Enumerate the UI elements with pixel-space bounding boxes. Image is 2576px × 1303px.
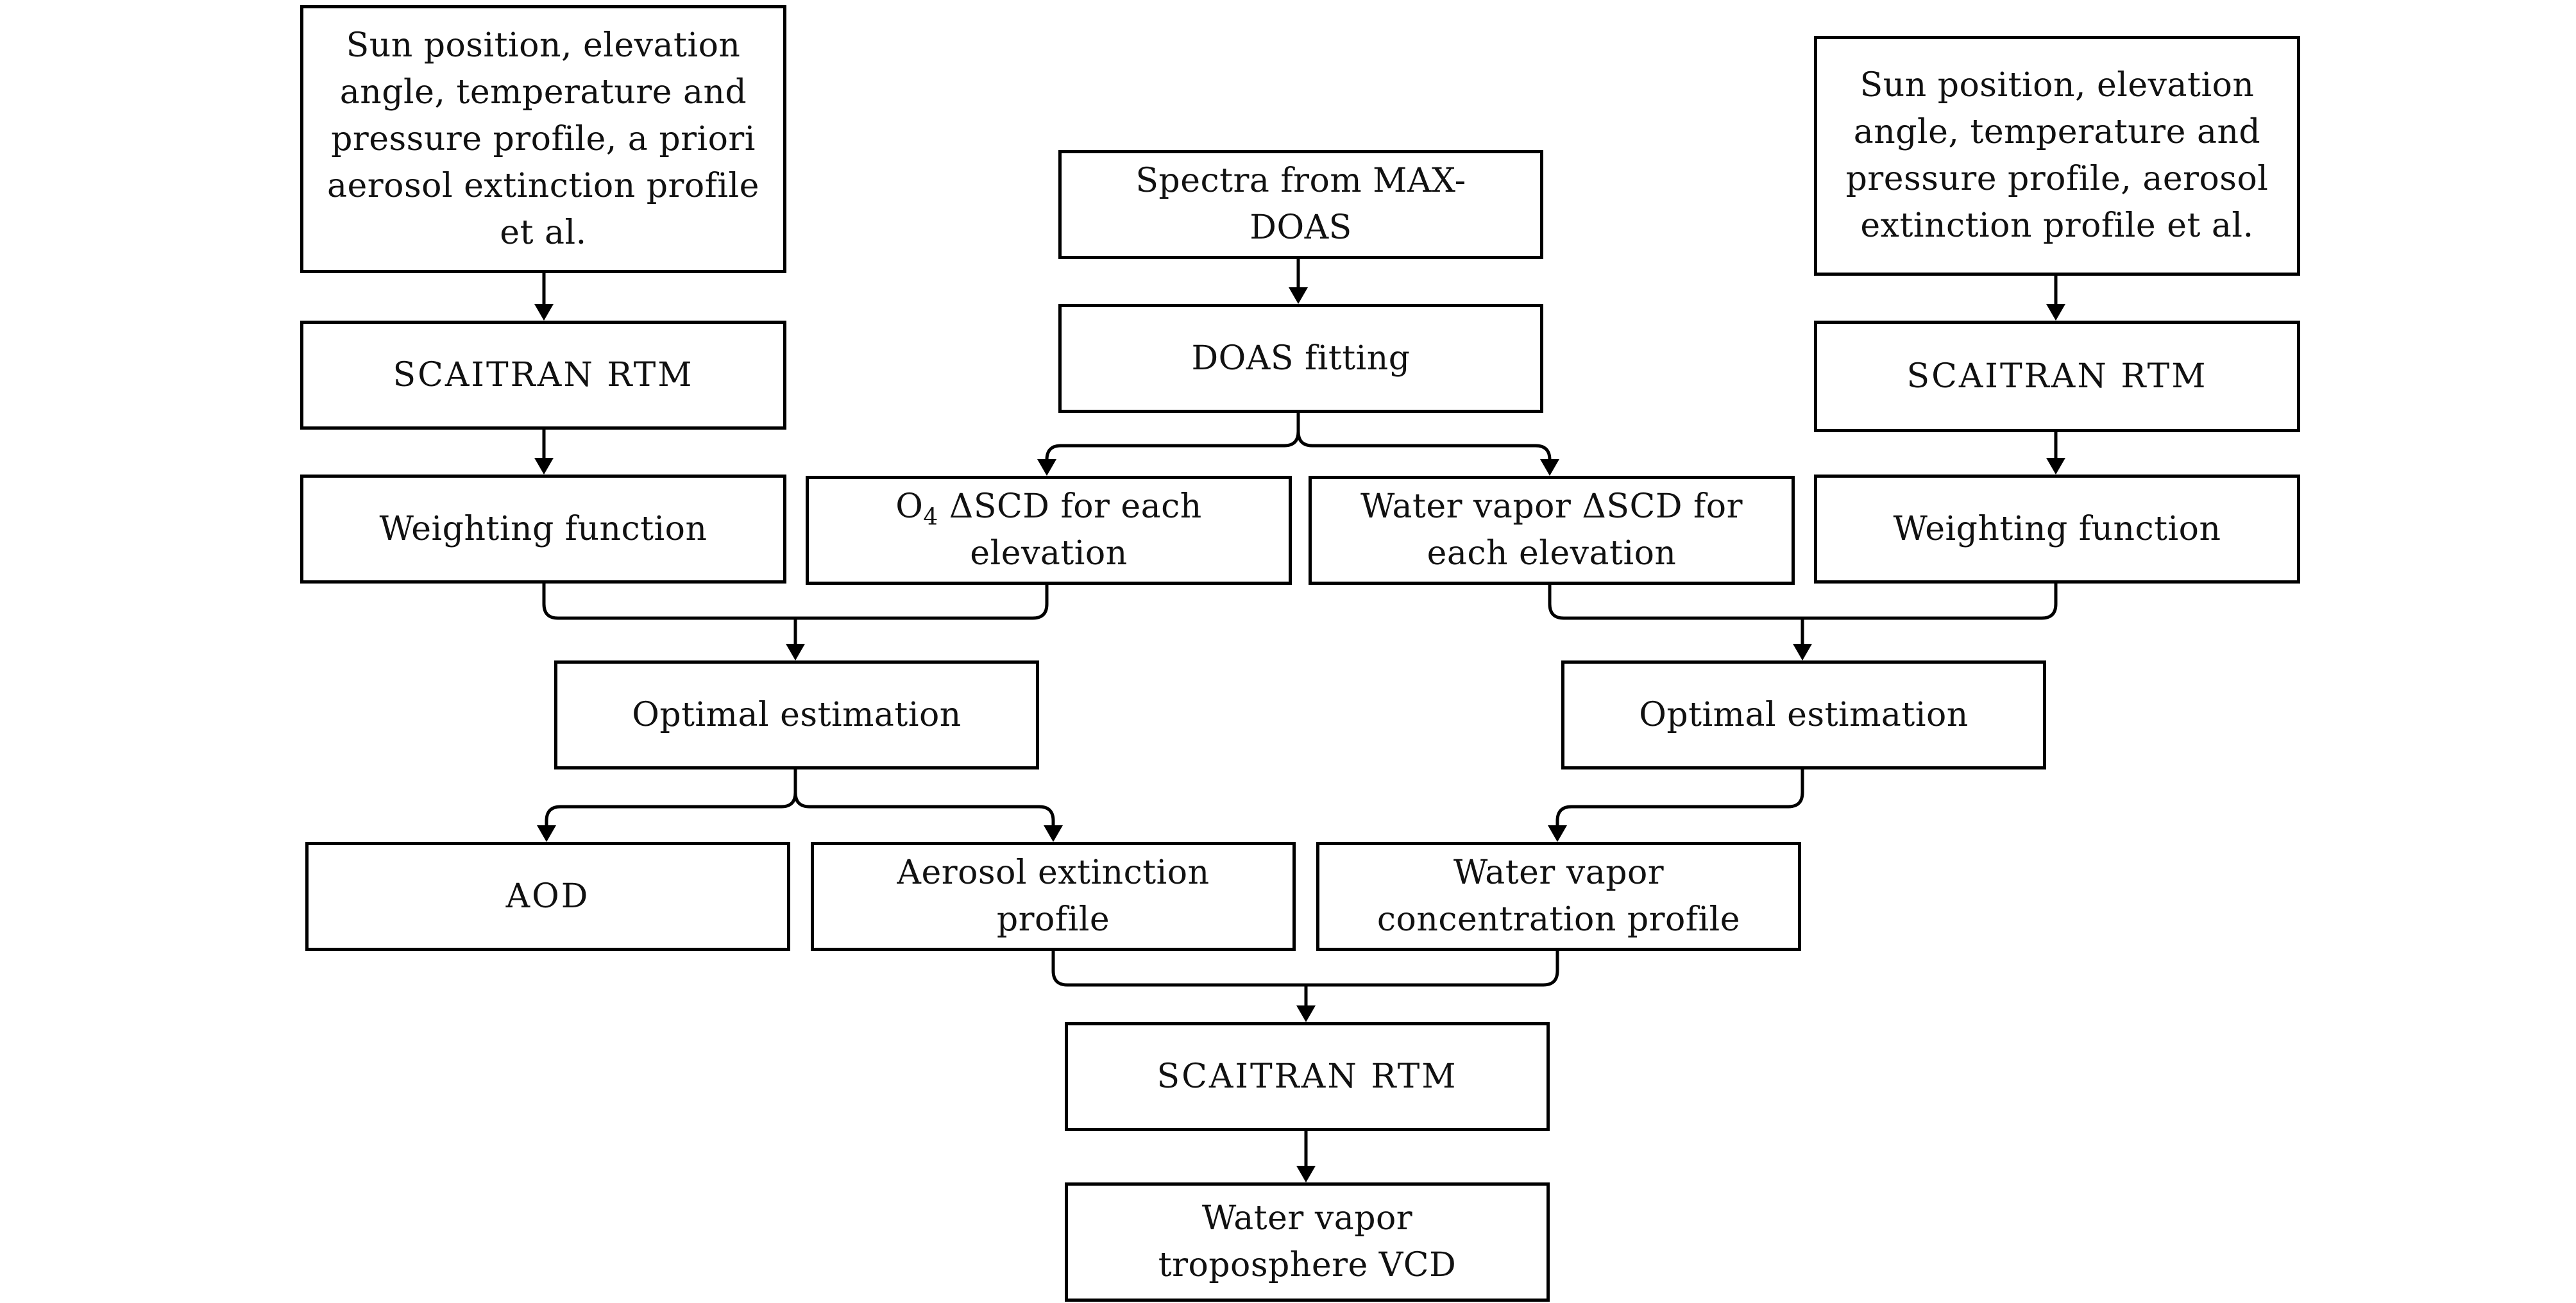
arrowhead-wv-profile <box>1548 825 1567 842</box>
arrowhead-doas <box>1289 287 1308 304</box>
box-inputs-right: Sun position, elevation angle, temperatu… <box>1814 36 2300 276</box>
box-aod: AOD <box>305 842 790 951</box>
box-water-vapor-concentration-profile: Water vapor concentration profile <box>1316 842 1801 951</box>
arrowhead-wf-right <box>2046 458 2065 475</box>
box-optimal-estimation-left: Optimal estimation <box>554 660 1039 769</box>
arrowhead-aer-profile <box>1044 825 1063 842</box>
label-weighting-function-left: Weighting function <box>379 509 708 548</box>
label-inputs-left: Sun position, elevation angle, temperatu… <box>327 26 759 252</box>
box-o4-scd: O4 ΔSCD for each elevation <box>806 476 1292 585</box>
label-water-vapor-scd: Water vapor ΔSCD for each elevation <box>1360 487 1743 573</box>
split-oe-left-to-outputs <box>545 766 1055 832</box>
label-optimal-estimation-left: Optimal estimation <box>632 695 962 734</box>
box-rtm-right: SCAITRAN RTM <box>1814 321 2300 432</box>
label-spectra: Spectra from MAX- DOAS <box>1135 162 1466 247</box>
arrowhead-rtm-bottom <box>1296 1005 1316 1022</box>
arrowhead-o4-scd <box>1037 459 1056 476</box>
box-water-vapor-scd: Water vapor ΔSCD for each elevation <box>1309 476 1795 585</box>
box-rtm-bottom: SCAITRAN RTM <box>1065 1022 1550 1131</box>
merge-to-rtm-bottom <box>1051 947 1559 1011</box>
split-doas-to-scds <box>1045 408 1552 467</box>
box-inputs-left: Sun position, elevation angle, temperatu… <box>300 5 786 273</box>
arrowhead-oe-right <box>1793 644 1812 660</box>
label-aerosol-extinction-profile: Aerosol extinction profile <box>897 853 1210 939</box>
o4-scd-text: ΔSCD for each elevation <box>949 487 1202 573</box>
arrow-oe-right-to-wv-profile <box>1555 766 1804 832</box>
arrowhead-vcd <box>1296 1166 1316 1182</box>
label-weighting-function-right: Weighting function <box>1893 509 2221 548</box>
arrowhead-wv-scd <box>1540 459 1559 476</box>
merge-to-oe-left <box>542 580 1049 648</box>
arrowhead-oe-left <box>786 644 805 660</box>
o4-subscript: 4 <box>923 504 938 531</box>
connectors <box>534 255 2065 1182</box>
merge-to-oe-right <box>1548 580 2058 648</box>
label-doas-fitting: DOAS fitting <box>1191 339 1411 378</box>
box-aerosol-extinction-profile: Aerosol extinction profile <box>811 842 1296 951</box>
box-doas-fitting: DOAS fitting <box>1058 304 1543 413</box>
box-rtm-left: SCAITRAN RTM <box>300 321 786 430</box>
label-optimal-estimation-right: Optimal estimation <box>1639 695 1969 734</box>
label-rtm-right: SCAITRAN RTM <box>1906 357 2208 396</box>
label-o4-scd: O4 ΔSCD for each elevation <box>895 483 1202 577</box>
label-aod: AOD <box>505 877 590 916</box>
arrowhead-wf-left <box>534 458 554 475</box>
o4-symbol: O <box>895 487 924 526</box>
box-water-vapor-troposphere-vcd: Water vapor troposphere VCD <box>1065 1182 1550 1302</box>
label-rtm-left: SCAITRAN RTM <box>393 355 694 394</box>
label-water-vapor-concentration-profile: Water vapor concentration profile <box>1377 853 1741 939</box>
box-spectra: Spectra from MAX- DOAS <box>1058 150 1543 259</box>
box-weighting-function-left: Weighting function <box>300 475 786 584</box>
box-weighting-function-right: Weighting function <box>1814 475 2300 584</box>
arrowhead-rtm-left <box>534 304 554 321</box>
label-rtm-bottom: SCAITRAN RTM <box>1157 1057 1458 1096</box>
box-optimal-estimation-right: Optimal estimation <box>1561 660 2046 769</box>
label-water-vapor-troposphere-vcd: Water vapor troposphere VCD <box>1158 1199 1457 1284</box>
arrowhead-aod <box>537 825 556 842</box>
arrowhead-rtm-right <box>2046 304 2065 321</box>
label-inputs-right: Sun position, elevation angle, temperatu… <box>1845 66 2269 245</box>
